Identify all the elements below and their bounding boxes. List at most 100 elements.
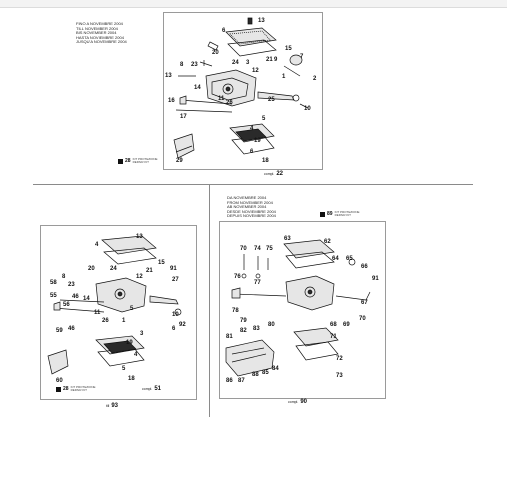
- top-panel-kit-legend: 28 KIT PROTEZIONE REPAIR KIT: [118, 157, 158, 165]
- top-throttle-shaft: [175, 95, 233, 113]
- bottom-right-panel-notes: DA NOVEMBRE 2004 FROM NOVEMBER 2004 AB N…: [227, 195, 276, 219]
- callout-label: 70: [240, 246, 247, 252]
- callout-label: 82: [240, 328, 247, 334]
- figure-prefix: compl.: [264, 172, 275, 176]
- callout-label: 55: [50, 293, 57, 299]
- bl-choke-lever: [149, 295, 182, 316]
- callout-label: 88: [252, 372, 259, 378]
- callout-label: 13: [165, 73, 172, 79]
- bl-upper-cover-plate: [101, 235, 157, 265]
- callout-label: 8: [62, 274, 66, 280]
- figure-value: 22: [276, 171, 283, 177]
- callout-label: 6: [172, 326, 176, 332]
- note-line: FINO A NOVEMBRE 2004: [76, 21, 123, 26]
- callout-label: 21: [146, 268, 153, 274]
- callout-label: 1: [122, 318, 126, 324]
- callout-label: 4: [250, 126, 254, 132]
- callout-label: 25: [268, 97, 275, 103]
- callout-label: 12: [136, 274, 143, 280]
- figure-prefix: compl.: [288, 400, 299, 404]
- callout-label: 15: [285, 46, 292, 52]
- top-carburetor-body: [205, 69, 257, 107]
- callout-label: 79: [240, 318, 247, 324]
- kit-note: KIT PROTEZIONE REPAIR KIT: [132, 157, 158, 165]
- bl-carburetor-body: [95, 277, 147, 313]
- callout-label: 81: [226, 334, 233, 340]
- kit-marker-square: [118, 158, 123, 164]
- bottom-left-callouts: 4 13 20 15 91 8 24 12 27 23 21 58 55 56 …: [50, 234, 186, 384]
- br-choke-shaft: [335, 258, 371, 301]
- bottom-right-kit-legend: 89 KIT PROTEZIONE REPAIR KIT: [320, 210, 360, 218]
- callout-label: 5: [122, 366, 126, 372]
- callout-label: 91: [170, 266, 177, 272]
- figure-value: 51: [154, 386, 161, 392]
- callout-label: 86: [226, 378, 233, 384]
- callout-label: 59: [56, 328, 63, 334]
- note-line: JUSQU'A NOVEMBRE 2004: [76, 39, 127, 45]
- callout-label: 65: [346, 256, 353, 262]
- callout-label: 20: [88, 266, 95, 272]
- callout-label: 76: [234, 274, 241, 280]
- figure-prefix: till: [106, 404, 110, 408]
- bottom-right-callouts: 63 62 70 74 75 64 65 66 76 91 77 67 78 6…: [226, 236, 379, 384]
- top-right-disc: [283, 54, 303, 77]
- note-line: DA NOVEMBRE 2004: [227, 195, 267, 200]
- br-left-small-parts: [241, 254, 269, 279]
- note-line: DEPUIS NOVEMBRE 2004: [227, 213, 276, 219]
- callout-label: 23: [68, 282, 75, 288]
- br-carburetor-body: [285, 275, 335, 311]
- callout-label: 7: [300, 54, 304, 60]
- callout-label: 23: [191, 62, 198, 68]
- callout-label: 75: [266, 246, 273, 252]
- callout-label: 14: [194, 85, 201, 91]
- callout-label: 84: [272, 366, 279, 372]
- callout-label: 5: [262, 116, 266, 122]
- callout-label: 67: [361, 300, 368, 306]
- callout-label: 20: [212, 50, 219, 56]
- callout-label: 56: [63, 302, 70, 308]
- note-line: TILL NOVEMBER 2004: [76, 25, 118, 31]
- callout-label: 26: [102, 318, 109, 324]
- figure-value: 90: [300, 399, 307, 405]
- callout-label: 80: [268, 322, 275, 328]
- kit-note: KIT PROTEZIONE REPAIR KIT: [334, 210, 360, 218]
- callout-label: 78: [232, 308, 239, 314]
- figure-value: 93: [111, 403, 118, 409]
- top-panel-callouts: 13 6 20 15 7 8 23 24 3 12 21 9 2 1 13 14…: [165, 18, 317, 164]
- callout-label: 46: [68, 326, 75, 332]
- callout-label: 21: [266, 57, 273, 63]
- callout-label: 18: [262, 158, 269, 164]
- callout-label: 10: [304, 106, 311, 112]
- note-line: AB NOVEMBER 2004: [227, 204, 267, 210]
- callout-label: 13: [136, 234, 143, 240]
- callout-label: 14: [83, 296, 90, 302]
- callout-label: 62: [324, 239, 331, 245]
- callout-label: 72: [336, 356, 343, 362]
- br-fuel-pump-assembly: [225, 339, 275, 377]
- horizontal-divider: [33, 184, 473, 185]
- kit-number: 28: [125, 158, 131, 165]
- callout-label: 87: [238, 378, 245, 384]
- kit-marker-square: [320, 211, 325, 217]
- callout-label: 91: [372, 276, 379, 282]
- callout-label: 3: [246, 60, 250, 66]
- bl-fuel-bracket: [47, 349, 69, 375]
- top-upper-cover-plate: [225, 27, 277, 57]
- callout-label: 6: [250, 149, 254, 155]
- callout-label: 16: [168, 98, 175, 104]
- callout-label: 83: [253, 326, 260, 332]
- figure-prefix: compl.: [142, 387, 153, 391]
- callout-label: 24: [232, 60, 239, 66]
- bl-lower-gasket-stack: [95, 335, 145, 367]
- callout-label: 19: [254, 138, 261, 144]
- note-line: HASTA NOVIEMBRE 2004: [76, 34, 124, 40]
- callout-label: 63: [284, 236, 291, 242]
- callout-label: 68: [330, 322, 337, 328]
- callout-label: 11: [218, 96, 225, 102]
- callout-label: 12: [252, 68, 259, 74]
- callout-label: 8: [180, 62, 184, 68]
- kit-note: KIT PROTEZIONE REPAIR KIT: [70, 385, 96, 393]
- callout-label: 10: [172, 312, 179, 318]
